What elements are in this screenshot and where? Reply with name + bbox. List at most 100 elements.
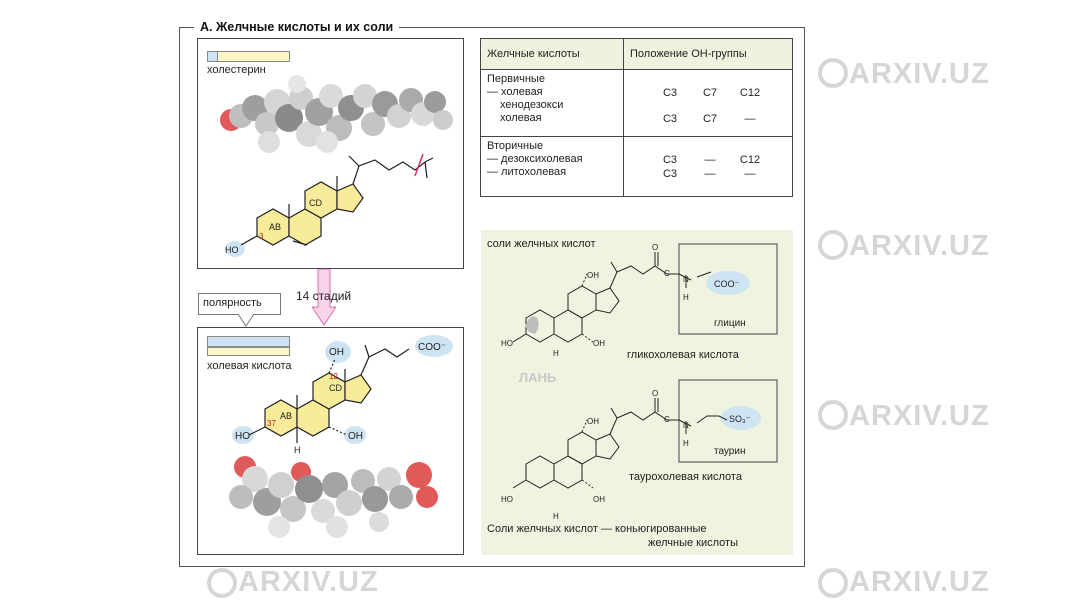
figure-title: А. Желчные кислоты и их соли <box>194 20 400 34</box>
ring-label-ab: AB <box>269 222 281 232</box>
callout-pointer <box>237 314 255 327</box>
taurocholic-skeleton <box>512 398 728 489</box>
watermark-text: ARXIV.UZ <box>238 566 379 598</box>
glycine-nitrogen: N <box>683 275 689 284</box>
position-value: — <box>704 154 716 166</box>
cholic-acid-label: холевая кислота <box>207 360 292 372</box>
table-row-secondary: Вторичные — дезоксихолевая — литохолевая… <box>480 136 793 197</box>
position-value: C3 <box>662 154 678 166</box>
polarity-callout: полярность <box>198 293 281 315</box>
hydroxyl-polar-spot <box>225 241 245 257</box>
primary-heading: Первичные <box>487 73 545 85</box>
polar-spot-oh12 <box>325 341 351 363</box>
polarity-label: полярность <box>203 297 262 309</box>
conversion-arrow <box>312 269 336 326</box>
position-value: C12 <box>739 154 761 166</box>
glycine-carboxylate: COO⁻ <box>714 279 740 289</box>
primary-positions-cell: C3 C7 C12 C3 C7 — <box>623 69 793 137</box>
lan-logo-text: ЛАНЬ <box>519 370 556 385</box>
cholesterol-side-chain <box>288 155 434 246</box>
cholesterol-skeletal-formula <box>256 181 364 246</box>
polarity-legend-polar <box>207 336 290 347</box>
position-value: C3 <box>662 113 678 125</box>
polar-spot-oh3 <box>232 426 254 444</box>
ring-label-cd: CD <box>309 198 322 208</box>
polar-spot-taurine <box>721 406 761 430</box>
carbon-position-12: 12 <box>329 372 338 381</box>
glycine-carbon: C <box>664 269 670 278</box>
cholic-acid-space-filling-model <box>229 456 438 538</box>
secondary-name-lithocholic: — литохолевая <box>487 166 567 178</box>
tauro-oh-12: OH <box>587 417 599 426</box>
ring-label-cd: CD <box>329 383 342 393</box>
taurine-carbon: C <box>664 415 670 424</box>
primary-name-cholic: — холевая <box>487 86 543 98</box>
position-value: C7 <box>702 113 718 125</box>
hydroxyl-label: HO <box>225 245 239 255</box>
steps-label: 14 стадий <box>296 289 352 303</box>
watermark-text: ARXIV.UZ <box>849 566 990 598</box>
table-header-row: Желчные кислоты Положение ОН-группы <box>480 38 793 70</box>
glyco-hydrogen: H <box>553 349 559 358</box>
position-row-lithocholic: C3 — — <box>630 167 786 181</box>
watermark-text: ARXIV.UZ <box>849 58 990 90</box>
cholic-acid-diagram: OH COO⁻ 12 CD AB 37 HO OH H <box>229 335 453 538</box>
primary-name-cheno-part2: холевая <box>500 112 542 124</box>
hydrogen-label: H <box>294 445 301 455</box>
table-row-primary: Первичные — холевая хенодезокси холевая … <box>480 69 793 137</box>
position-value: C12 <box>739 87 761 99</box>
tauro-oh-3: HO <box>501 495 513 504</box>
taurine-sulfonate: SO₃⁻ <box>729 414 751 424</box>
taurine-hydrogen: H <box>683 439 689 448</box>
glycocholic-label: гликохолевая кислота <box>627 349 740 361</box>
bile-acids-table: Желчные кислоты Положение ОН-группы Перв… <box>480 38 793 197</box>
carbon-position-3: 3 <box>259 232 264 241</box>
carboxylate-label: COO⁻ <box>418 342 446 353</box>
taurine-oxygen: O <box>652 389 658 398</box>
glycine-box <box>678 243 778 335</box>
cholesterol-panel <box>197 38 464 269</box>
polarity-legend-bar <box>207 51 290 62</box>
position-row-cholic: C3 C7 C12 <box>630 86 786 100</box>
oh-3-label: HO <box>235 431 250 442</box>
position-value: C3 <box>662 87 678 99</box>
bile-salts-diagram: COO⁻ глицин O C N H OH HO OH H гликохоле… <box>501 243 778 521</box>
lan-publisher-logo: ЛАНЬ <box>519 316 556 385</box>
cholesterol-space-filling-model <box>220 75 453 153</box>
cholic-acid-skeletal-formula <box>264 372 372 437</box>
glycine-label: глицин <box>714 318 746 329</box>
tauro-oh-7: OH <box>593 495 605 504</box>
position-value: C3 <box>662 168 678 180</box>
position-value: — <box>744 113 756 125</box>
taurine-box <box>678 379 778 463</box>
position-value: — <box>704 168 716 180</box>
watermark-logo-icon <box>818 400 848 430</box>
bile-salts-title: соли желчных кислот <box>487 238 596 250</box>
oh-7-label: OH <box>348 431 363 442</box>
position-value: C7 <box>702 87 718 99</box>
taurine-label: таурин <box>714 446 745 457</box>
salts-footer-line2: желчные кислоты <box>648 537 738 549</box>
glycine-oxygen: O <box>652 243 658 252</box>
primary-acids-cell: Первичные — холевая хенодезокси холевая <box>480 69 624 137</box>
secondary-heading: Вторичные <box>487 140 544 152</box>
polarity-legend-nonpolar <box>207 347 290 356</box>
cleavage-mark <box>414 153 424 177</box>
watermark-logo-icon <box>818 568 848 598</box>
position-value: — <box>744 168 756 180</box>
position-row-chenodeoxycholic: C3 C7 — <box>630 112 786 126</box>
salts-footer-line1: Соли желчных кислот — коньюгированные <box>487 523 707 535</box>
primary-name-cheno-part1: хенодезокси <box>500 99 564 111</box>
oh-12-label: OH <box>329 347 344 358</box>
secondary-acids-cell: Вторичные — дезоксихолевая — литохолевая <box>480 136 624 197</box>
taurocholic-label: таурохолевая кислота <box>629 471 743 483</box>
polar-spot-carboxyl <box>415 335 453 357</box>
secondary-name-deoxycholic: — дезоксихолевая <box>487 153 583 165</box>
cholesterol-label: холестерин <box>207 64 266 76</box>
cholesterol-diagram: CD AB 3 HO <box>220 75 453 257</box>
glyco-oh-7: OH <box>593 339 605 348</box>
position-row-deoxycholic: C3 — C12 <box>630 153 786 167</box>
taurine-nitrogen: N <box>683 421 689 430</box>
secondary-positions-cell: C3 — C12 C3 — — <box>623 136 793 197</box>
watermark-logo-icon <box>818 230 848 260</box>
